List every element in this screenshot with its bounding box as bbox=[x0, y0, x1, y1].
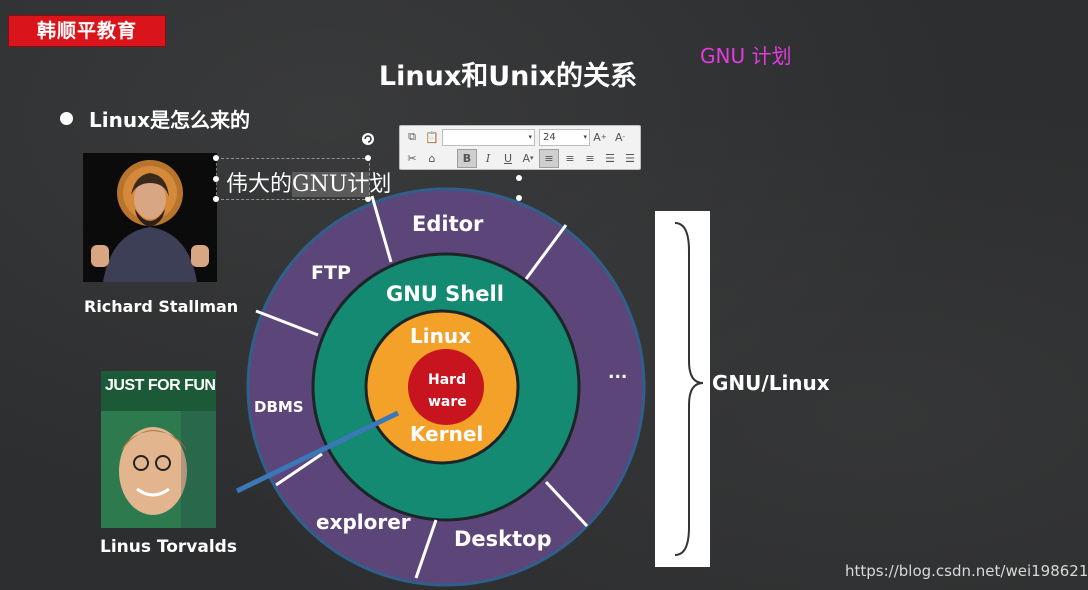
resize-handle[interactable] bbox=[213, 176, 219, 182]
book-cover bbox=[101, 371, 216, 528]
selected-textbox[interactable] bbox=[213, 155, 371, 202]
torvalds-book-photo[interactable]: JUST FOR FUN bbox=[101, 371, 216, 528]
outer-label-editor: Editor bbox=[412, 212, 484, 236]
format-toolbar: ⧉ 📋 ▾ 24 ▾ A+ A- ✂ ⌂ B I U A▾ ≡ ≡ ≡ ☰ ☰ bbox=[399, 125, 641, 170]
brace-panel bbox=[655, 211, 710, 567]
resize-handle[interactable] bbox=[516, 195, 522, 201]
bold-button[interactable]: B bbox=[457, 148, 477, 168]
outer-label-dbms: DBMS bbox=[254, 398, 304, 416]
copy-icon[interactable]: ⧉ bbox=[408, 130, 416, 143]
resize-handle[interactable] bbox=[213, 155, 219, 161]
italic-button[interactable]: I bbox=[485, 151, 491, 165]
font-color-icon[interactable]: A▾ bbox=[522, 151, 534, 165]
bullet-item: Linux是怎么来的 bbox=[60, 104, 250, 133]
font-size-select[interactable]: 24 ▾ bbox=[539, 128, 590, 146]
rotate-handle-icon[interactable] bbox=[361, 132, 375, 146]
resize-handle[interactable] bbox=[516, 175, 522, 181]
underline-button[interactable]: U bbox=[503, 151, 513, 165]
textbox-content[interactable]: 伟大的GNU计划 bbox=[226, 166, 391, 198]
numbered-list-icon[interactable]: ☰ bbox=[605, 151, 615, 165]
chevron-down-icon: ▾ bbox=[528, 133, 532, 141]
font-family-select[interactable]: ▾ bbox=[442, 128, 535, 146]
resize-handle[interactable] bbox=[365, 196, 371, 202]
paste-icon[interactable]: 📋 bbox=[425, 130, 439, 144]
align-center-icon[interactable]: ≡ bbox=[565, 151, 575, 165]
stallman-name: Richard Stallman bbox=[84, 297, 239, 316]
format-painter-icon[interactable]: ⌂ bbox=[428, 151, 436, 165]
curly-brace-icon bbox=[674, 222, 704, 556]
bullet-text: Linux是怎么来的 bbox=[89, 108, 250, 132]
increase-font-icon[interactable]: A+ bbox=[593, 130, 607, 144]
font-size-value: 24 bbox=[543, 131, 556, 143]
resize-handle[interactable] bbox=[365, 155, 371, 161]
textbox-text-selected: GNU计 bbox=[292, 172, 370, 197]
stallman-photo[interactable] bbox=[83, 153, 217, 282]
gnu-linux-label: GNU/Linux bbox=[712, 371, 830, 395]
outer-label-explorer: explorer bbox=[316, 510, 411, 534]
middle-label-gnu-shell: GNU Shell bbox=[386, 282, 504, 306]
core-circle bbox=[408, 349, 484, 425]
bullet-dot-icon bbox=[60, 112, 73, 125]
outer-label-ellipsis: ... bbox=[608, 363, 627, 383]
inner-label-kernel: Kernel bbox=[410, 422, 483, 446]
resize-handle[interactable] bbox=[213, 196, 219, 202]
textbox-text-before: 伟大的 bbox=[226, 172, 293, 197]
outer-label-ftp: FTP bbox=[311, 262, 351, 284]
brand-badge: 韩顺平教育 bbox=[8, 15, 166, 47]
ring-dividers bbox=[255, 195, 589, 579]
book-title: JUST FOR FUN bbox=[105, 377, 216, 394]
bullet-list-icon[interactable]: ☰ bbox=[625, 151, 635, 165]
chevron-down-icon: ▾ bbox=[583, 133, 587, 141]
pointer-line bbox=[235, 410, 400, 494]
watermark: https://blog.csdn.net/wei198621 bbox=[845, 562, 1088, 580]
outer-label-desktop: Desktop bbox=[454, 527, 552, 551]
decrease-font-icon[interactable]: A- bbox=[614, 130, 626, 144]
slide-title: Linux和Unix的关系 bbox=[378, 61, 638, 92]
torvalds-name: Linus Torvalds bbox=[100, 537, 237, 557]
cut-icon[interactable]: ✂ bbox=[407, 151, 417, 165]
stallman-portrait bbox=[91, 160, 209, 282]
core-label-ware: ware bbox=[428, 394, 467, 410]
textbox-text-after: 划 bbox=[369, 172, 392, 197]
core-label-hard: Hard bbox=[428, 372, 466, 388]
inner-label-linux: Linux bbox=[410, 324, 471, 348]
gnu-note: GNU 计划 bbox=[700, 44, 792, 68]
align-left-icon[interactable]: ≡ bbox=[539, 148, 559, 168]
align-right-icon[interactable]: ≡ bbox=[585, 151, 595, 165]
